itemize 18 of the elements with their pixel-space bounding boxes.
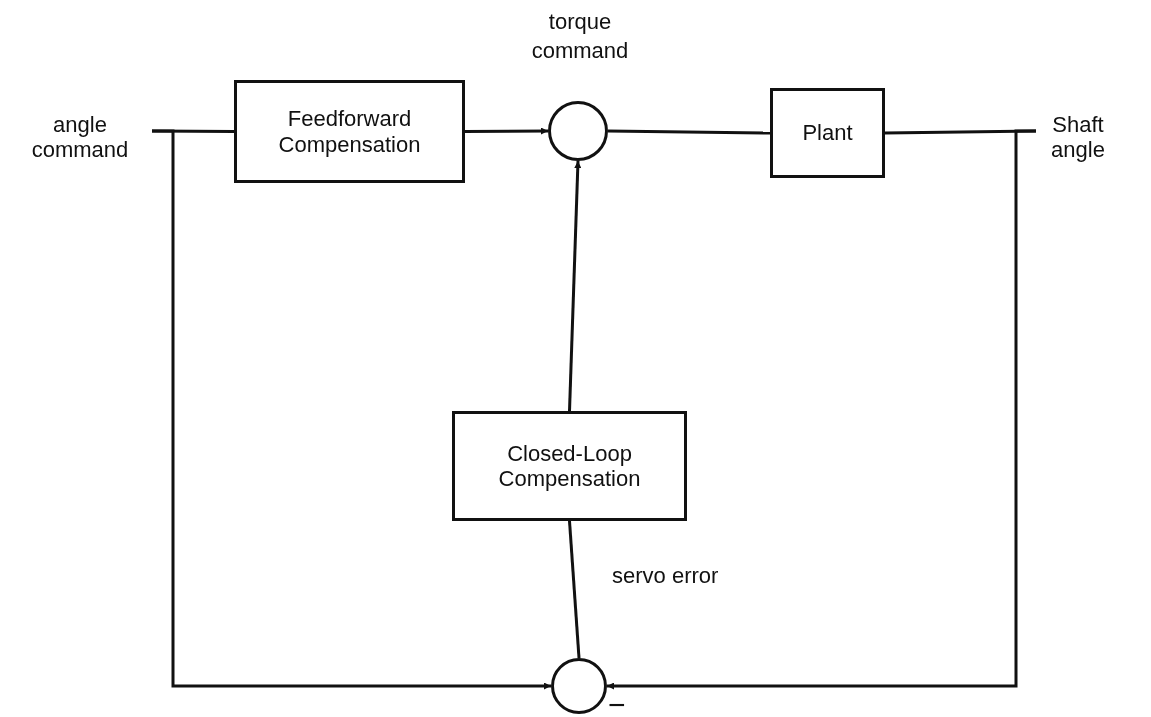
block-box (770, 88, 885, 178)
block-box (234, 80, 465, 183)
node-text: Closed-Loop Compensation (497, 440, 642, 492)
connector-line (568, 520, 581, 659)
node-text: angle command (30, 111, 130, 163)
node-text: Shaft angle (1050, 111, 1106, 163)
node-text: Plant (802, 120, 853, 146)
arrow (568, 160, 582, 412)
signal-label: torque command (530, 8, 630, 65)
arrow (152, 129, 551, 690)
summing-junction (551, 658, 607, 714)
connector-line (607, 129, 771, 135)
block-box (452, 411, 687, 521)
arrow (607, 129, 1036, 690)
minus-sign: − (608, 690, 626, 717)
arrow (465, 127, 548, 135)
node-text: Feedforward Compensation (277, 106, 422, 157)
summing-junction (548, 101, 608, 161)
